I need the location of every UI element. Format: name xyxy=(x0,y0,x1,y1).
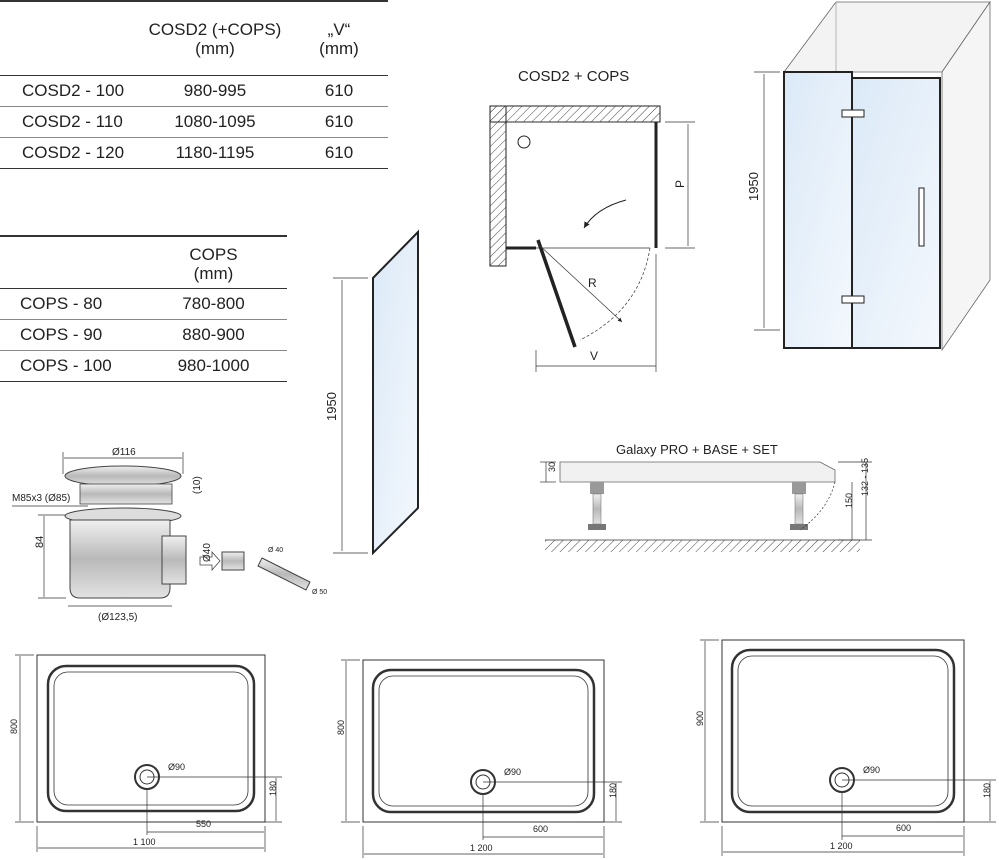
header-mm: (mm) xyxy=(195,39,235,58)
header-v: „V“ xyxy=(327,20,351,39)
row-v: 610 xyxy=(324,142,354,162)
label-r: R xyxy=(588,276,597,290)
tray-body xyxy=(559,461,836,483)
hinge-bottom xyxy=(841,295,865,304)
drain-s40: Ø 40 xyxy=(268,547,283,554)
drain-d116: Ø116 xyxy=(112,447,136,458)
tray-profile: Galaxy PRO + BASE + SET 30 132 - 135 150 xyxy=(540,442,872,552)
tray2-drain-d: Ø90 xyxy=(504,767,521,777)
table-row: COSD2 - 110 1080-1095 610 xyxy=(0,106,388,137)
table-row: COSD2 - 120 1180-1195 610 xyxy=(0,137,388,168)
opened-door xyxy=(536,239,577,348)
row-v: 610 xyxy=(324,80,354,100)
row-v: 610 xyxy=(324,111,354,131)
table-row: COSD2 - 100 980-995 610 xyxy=(0,75,388,106)
table-header: COSD2 (+COPS) (mm) „V“ (mm) xyxy=(0,0,388,75)
swing-arrow xyxy=(583,199,627,229)
side-panel: 1950 xyxy=(324,229,419,556)
drain-d10: (10) xyxy=(192,476,203,494)
row-range: 1180-1195 xyxy=(175,142,255,162)
tray2-drain-x: 600 xyxy=(533,824,548,834)
plan-title: COSD2 + COPS xyxy=(518,68,629,85)
cosd2-size-table: COSD2 (+COPS) (mm) „V“ (mm) COSD2 - 100 … xyxy=(0,0,388,169)
drain-s50: Ø 50 xyxy=(312,589,327,596)
drain-circle xyxy=(517,135,531,149)
floor xyxy=(545,540,860,552)
table-row: COPS - 100 980-1000 xyxy=(0,350,287,381)
table-row: COPS - 90 880-900 xyxy=(0,319,287,350)
header-mm: (mm) xyxy=(193,264,234,283)
wall-left xyxy=(489,105,507,267)
tray-d132: 132 - 135 xyxy=(860,458,870,496)
tray2-width: 1 200 xyxy=(470,843,493,853)
wall-top xyxy=(489,105,661,123)
tray1-depth: 800 xyxy=(9,719,19,734)
tray-top-2: Ø90 180 600 800 1 200 xyxy=(336,659,622,858)
tray-d150: 150 xyxy=(844,493,854,508)
panel-height: 1950 xyxy=(324,392,339,421)
header-cosd2: COSD2 (+COPS) xyxy=(148,20,282,39)
header-v-mm: (mm) xyxy=(319,39,359,58)
row-model: COSD2 - 100 xyxy=(22,80,125,100)
drain-body xyxy=(69,519,171,599)
hinge-top xyxy=(841,109,865,118)
arrow-icon xyxy=(199,550,221,572)
drain-outlet xyxy=(161,535,187,585)
tray2-drain-y: 180 xyxy=(608,783,618,798)
door-panel-right xyxy=(851,77,941,349)
row-range: 980-1000 xyxy=(177,355,250,375)
drain-d40: Ø40 xyxy=(202,543,213,562)
tray3-drain-y: 180 xyxy=(982,783,992,798)
row-model: COPS - 90 xyxy=(20,324,103,344)
tray-d30: 30 xyxy=(547,462,557,472)
tray1-drain-x: 550 xyxy=(196,819,211,829)
tray2-depth: 800 xyxy=(336,720,346,735)
table-header: COPS (mm) xyxy=(0,235,287,288)
door-panel-left xyxy=(783,71,853,349)
row-model: COPS - 80 xyxy=(20,293,103,313)
row-model: COPS - 100 xyxy=(20,355,112,375)
tray1-width: 1 100 xyxy=(133,837,156,847)
label-v: V xyxy=(590,349,598,363)
tray-top-1: Ø90 180 550 800 1 100 xyxy=(9,654,282,852)
row-model: COSD2 - 110 xyxy=(22,111,123,131)
elbow-pipe xyxy=(257,557,311,591)
drain-cover xyxy=(64,465,182,487)
cops-panel xyxy=(372,229,419,556)
tray3-drain-d: Ø90 xyxy=(863,765,880,775)
tray1-drain-d: Ø90 xyxy=(168,762,185,772)
row-range: 980-995 xyxy=(183,80,247,100)
door-elevation: 1950 xyxy=(746,0,991,352)
row-range: 880-900 xyxy=(182,324,245,344)
tray-profile-title: Galaxy PRO + BASE + SET xyxy=(616,442,778,457)
label-p: P xyxy=(673,180,687,188)
tray3-width: 1 200 xyxy=(830,841,853,851)
tray3-drain-x: 600 xyxy=(896,823,911,833)
row-model: COSD2 - 120 xyxy=(22,142,125,162)
tray-top-3: Ø90 180 600 900 1 200 xyxy=(695,639,996,856)
door-handle xyxy=(918,187,925,247)
drain-d123: (Ø123,5) xyxy=(98,612,137,623)
row-range: 1080-1095 xyxy=(174,111,256,131)
drain-siphon: Ø116 M85x3 (Ø85) (10) 84 Ø40 (Ø123,5) Ø … xyxy=(12,447,327,623)
drain-d84: 84 xyxy=(34,536,46,548)
cops-size-table: COPS (mm) COPS - 80 780-800 COPS - 90 88… xyxy=(0,235,287,382)
tray1-drain-y: 180 xyxy=(268,781,278,796)
row-range: 780-800 xyxy=(182,293,245,313)
door-height: 1950 xyxy=(746,172,761,201)
table-row: COPS - 80 780-800 xyxy=(0,288,287,319)
header-cops: COPS xyxy=(189,245,238,264)
plan-view: COSD2 + COPS R P V xyxy=(489,68,695,372)
tray3-depth: 900 xyxy=(695,711,705,726)
drain-m85: M85x3 (Ø85) xyxy=(12,493,70,504)
